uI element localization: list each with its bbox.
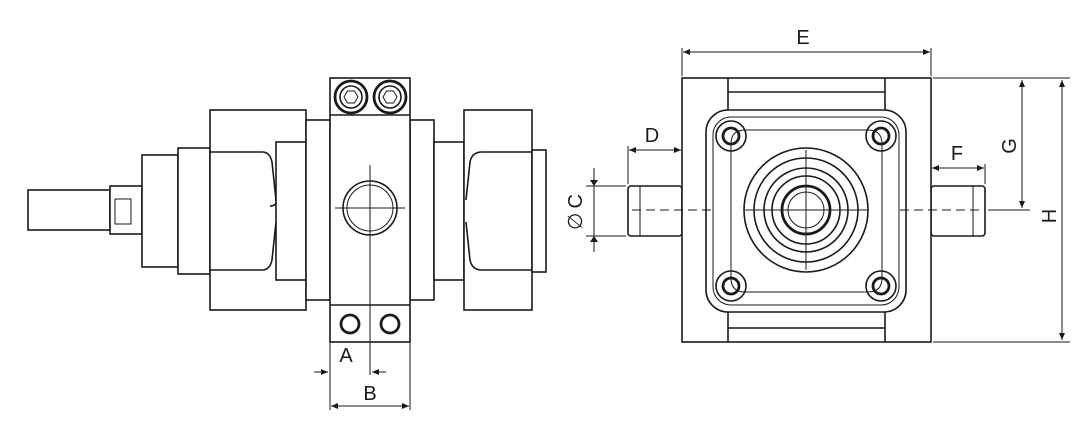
hex-screw-icon [372, 79, 408, 115]
side-view: A B [27, 77, 547, 410]
dimension-label-h: H [1039, 209, 1061, 223]
hex-screw-icon [333, 79, 369, 115]
dimension-label-g: G [999, 138, 1021, 154]
dimension-label-a: A [339, 345, 353, 367]
front-view: E D F ∅C G H [565, 27, 1070, 343]
dimension-label-c: ∅C [565, 194, 587, 230]
dimension-label-c-letter: C [565, 194, 587, 208]
dimension-label-e: E [796, 27, 809, 49]
diameter-symbol: ∅ [565, 213, 587, 230]
dimension-label-f: F [951, 143, 963, 165]
dimension-label-d: D [645, 125, 659, 147]
dimension-label-b: B [363, 383, 376, 405]
